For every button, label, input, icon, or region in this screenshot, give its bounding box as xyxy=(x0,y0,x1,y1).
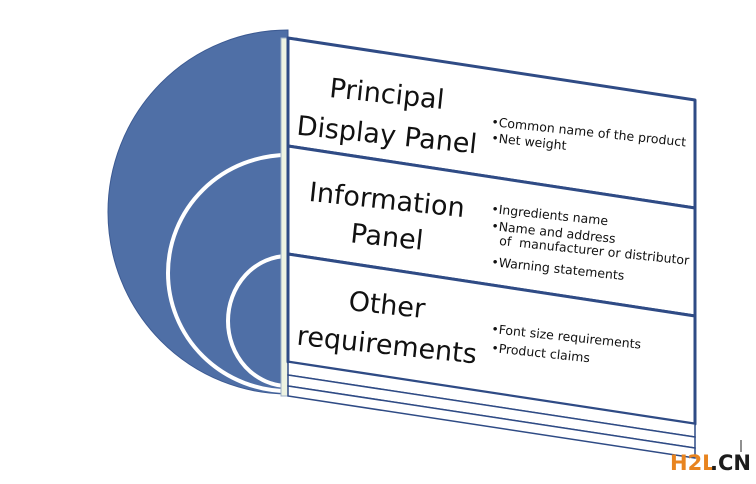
ring-inner xyxy=(226,254,289,388)
watermark-cn: .CN xyxy=(710,451,751,475)
panel-2-title-line-2: Panel xyxy=(349,218,425,256)
half-disc xyxy=(107,29,289,395)
watermark-h2l: H2L xyxy=(670,451,716,475)
empty-strip-3 xyxy=(287,385,696,459)
watermark-logo: H2L .CN xyxy=(670,451,751,475)
ring-outer xyxy=(166,153,289,393)
